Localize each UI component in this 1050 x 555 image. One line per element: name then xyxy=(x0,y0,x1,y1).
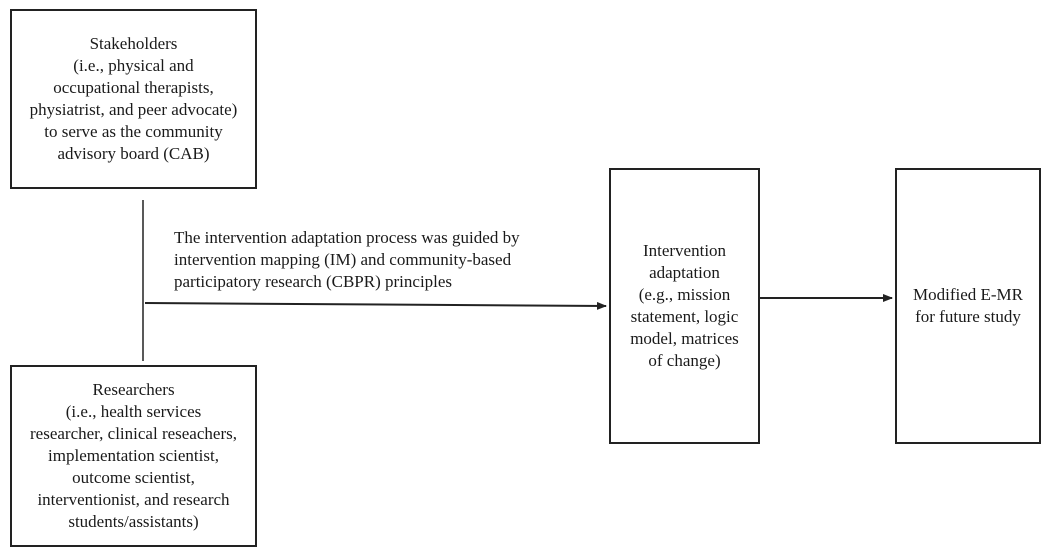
modified-line: Modified E-MR xyxy=(912,285,1024,304)
stakeholders-line: occupational therapists, xyxy=(53,78,214,97)
stakeholders-line: physiatrist, and peer advocate) xyxy=(29,100,238,119)
modified-emr-box: Modified E-MR for future study xyxy=(895,168,1041,444)
researchers-box: Researchers (i.e., health services resea… xyxy=(10,365,257,547)
adaptation-line: of change) xyxy=(648,351,721,370)
caption-line: participatory research (CBPR) principles xyxy=(174,272,453,291)
intervention-adaptation-box: Intervention adaptation (e.g., mission s… xyxy=(609,168,760,444)
stakeholders-line: Stakeholders xyxy=(89,34,178,53)
stakeholders-line: to serve as the community xyxy=(44,122,223,141)
caption-line: intervention mapping (IM) and community-… xyxy=(174,250,512,269)
stakeholders-box: Stakeholders (i.e., physical and occupat… xyxy=(10,9,257,189)
researchers-line: Researchers xyxy=(92,380,175,399)
adaptation-line: model, matrices xyxy=(630,329,739,348)
researchers-line: interventionist, and research xyxy=(37,490,230,509)
researchers-line: students/assistants) xyxy=(68,512,199,531)
researchers-line: outcome scientist, xyxy=(72,468,195,487)
arrow-to-intervention-adaptation xyxy=(144,301,607,310)
stakeholders-line: (i.e., physical and xyxy=(73,56,194,75)
adaptation-line: statement, logic xyxy=(630,307,739,326)
researchers-line: researcher, clinical reseachers, xyxy=(30,424,237,443)
process-caption: The intervention adaptation process was … xyxy=(174,227,520,293)
adaptation-line: Intervention xyxy=(642,241,727,260)
adaptation-line: adaptation xyxy=(649,263,720,282)
researchers-line: implementation scientist, xyxy=(48,446,219,465)
adaptation-line: (e.g., mission xyxy=(638,285,731,304)
researchers-line: (i.e., health services xyxy=(65,402,202,421)
stakeholders-line: advisory board (CAB) xyxy=(57,144,210,163)
modified-line: for future study xyxy=(915,307,1021,326)
caption-line: The intervention adaptation process was … xyxy=(174,228,520,247)
